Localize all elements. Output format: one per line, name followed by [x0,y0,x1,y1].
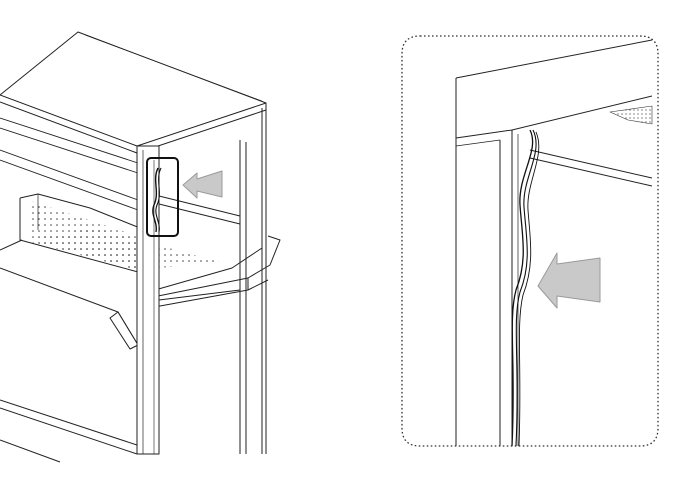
cable-highlight [146,157,179,237]
detail-post [455,130,519,446]
detail-cable [511,129,540,447]
overview-panel [0,31,281,463]
highlight-box [146,157,179,237]
rear-post [239,108,267,454]
cabinet-top [0,31,267,154]
callout-arrow-icon [537,252,601,309]
detail-shelf [529,105,653,187]
callout-arrow-icon [182,170,223,199]
lower-shelf-lines [0,399,138,463]
cabinet-inner-lines [0,117,139,211]
cross-rails [158,195,241,301]
front-post [136,145,160,455]
detail-frame [401,35,659,447]
detail-top-panel [455,39,653,147]
detail-panel [401,35,659,447]
